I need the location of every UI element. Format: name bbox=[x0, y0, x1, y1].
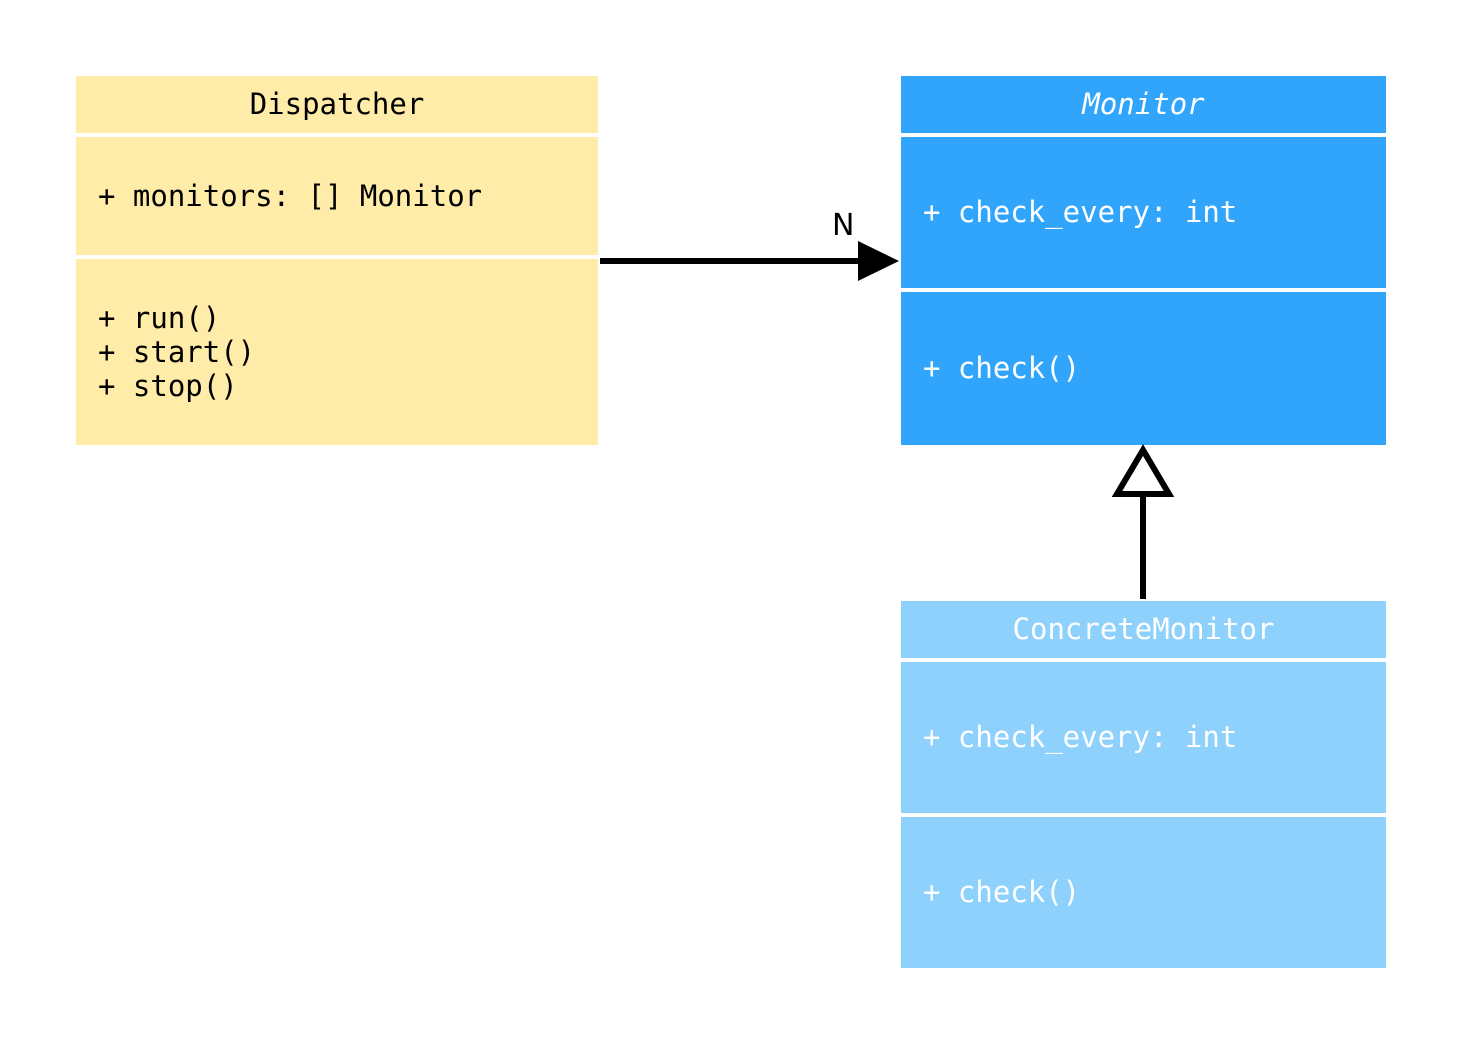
monitor-methods-section: + check() bbox=[901, 292, 1386, 445]
dispatcher-method-row: + start() bbox=[98, 334, 256, 369]
concrete-monitor-attributes-section: + check_every: int bbox=[901, 662, 1386, 813]
association-dispatcher-monitor bbox=[600, 241, 899, 281]
hollow-triangle-arrowhead-icon bbox=[1111, 444, 1175, 497]
concrete-monitor-class-name: ConcreteMonitor bbox=[1012, 612, 1275, 646]
filled-triangle-arrowhead-icon bbox=[858, 241, 899, 281]
dispatcher-attributes-section: + monitors: [] Monitor bbox=[76, 137, 598, 255]
concrete-monitor-attribute-row: + check_every: int bbox=[923, 720, 1238, 755]
uml-class-monitor[interactable]: Monitor + check_every: int + check() bbox=[901, 76, 1386, 445]
concrete-monitor-method-row: + check() bbox=[923, 875, 1081, 910]
dispatcher-method-row: + run() bbox=[98, 300, 221, 335]
dispatcher-attribute-row: + monitors: [] Monitor bbox=[98, 178, 483, 213]
monitor-method-row: + check() bbox=[923, 351, 1081, 386]
concrete-monitor-methods-section: + check() bbox=[901, 817, 1386, 968]
monitor-class-name: Monitor bbox=[1082, 87, 1205, 121]
dispatcher-method-row: + stop() bbox=[98, 369, 238, 404]
concrete-monitor-title-section: ConcreteMonitor bbox=[901, 601, 1386, 658]
dispatcher-methods-section: + run() + start() + stop() bbox=[76, 259, 598, 445]
monitor-attribute-row: + check_every: int bbox=[923, 195, 1238, 230]
monitor-title-section: Monitor bbox=[901, 76, 1386, 133]
monitor-attributes-section: + check_every: int bbox=[901, 137, 1386, 288]
association-multiplicity-label: N bbox=[832, 208, 855, 243]
dispatcher-title-section: Dispatcher bbox=[76, 76, 598, 133]
uml-class-concrete-monitor[interactable]: ConcreteMonitor + check_every: int + che… bbox=[901, 601, 1386, 968]
uml-class-dispatcher[interactable]: Dispatcher + monitors: [] Monitor + run(… bbox=[76, 76, 598, 445]
generalization-concretemonitor-monitor bbox=[1111, 444, 1175, 599]
dispatcher-class-name: Dispatcher bbox=[249, 87, 425, 121]
